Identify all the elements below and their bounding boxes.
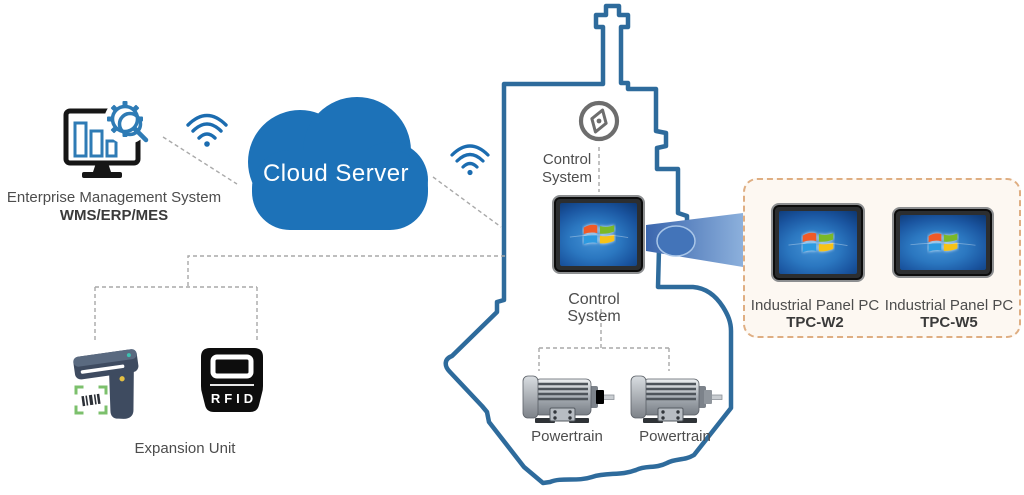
callout-beam bbox=[646, 213, 743, 267]
connector-cloud-machine bbox=[432, 176, 502, 228]
cloud-server-label: Cloud Server bbox=[262, 160, 410, 187]
barcode-scanner-icon bbox=[73, 349, 139, 419]
panel-pc-tpc-w2 bbox=[771, 203, 865, 282]
tpc-w2-screen bbox=[779, 211, 857, 274]
control-system-panel-label: Control System bbox=[567, 291, 621, 325]
powertrain-motor-1 bbox=[522, 375, 615, 423]
enterprise-system-subtitle: WMS/ERP/MES bbox=[59, 207, 169, 224]
panel-pc-2-title: Industrial Panel PC bbox=[884, 297, 1014, 314]
expansion-unit-label: Expansion Unit bbox=[134, 440, 236, 457]
powertrain-motor-2 bbox=[630, 375, 723, 423]
connector-lines bbox=[94, 136, 670, 371]
connector-expansion-tree bbox=[94, 255, 505, 342]
cloud-shape bbox=[248, 97, 428, 230]
rfid-reader-icon: RFID bbox=[201, 348, 263, 412]
panel-pc-tpc-w5 bbox=[892, 207, 994, 278]
barcode-viewfinder bbox=[74, 385, 108, 415]
control-system-panel-pc bbox=[552, 195, 645, 274]
bar-chart-icon bbox=[73, 121, 118, 158]
wifi-icon-left bbox=[186, 113, 228, 147]
powertrain-label-1: Powertrain bbox=[531, 428, 603, 445]
control-system-sensor-label: Control System bbox=[527, 151, 607, 187]
windows-logo-icon bbox=[583, 224, 614, 244]
gear-search-icon bbox=[104, 98, 150, 144]
enterprise-system-icon bbox=[63, 98, 150, 178]
connector-powertrain-tree bbox=[538, 309, 670, 371]
enterprise-system-title: Enterprise Management System bbox=[6, 189, 222, 206]
panel-pc-1-title: Industrial Panel PC bbox=[750, 297, 880, 314]
powertrain-label-2: Powertrain bbox=[639, 428, 711, 445]
panel-pc-1-model: TPC-W2 bbox=[786, 314, 844, 331]
connector-ems-cloud bbox=[162, 136, 238, 185]
compass-icon bbox=[578, 100, 620, 142]
wifi-icon-right bbox=[450, 144, 490, 176]
tpc-w5-screen bbox=[900, 215, 986, 270]
monitor-stand bbox=[93, 163, 111, 172]
rfid-label: RFID bbox=[211, 391, 257, 406]
panel-pc-2-model: TPC-W5 bbox=[920, 314, 978, 331]
control-system-screen bbox=[560, 203, 637, 266]
control-label-line2: System bbox=[541, 169, 592, 186]
wallpaper-swoosh bbox=[569, 233, 628, 238]
control-label-line1: Control bbox=[542, 151, 592, 168]
